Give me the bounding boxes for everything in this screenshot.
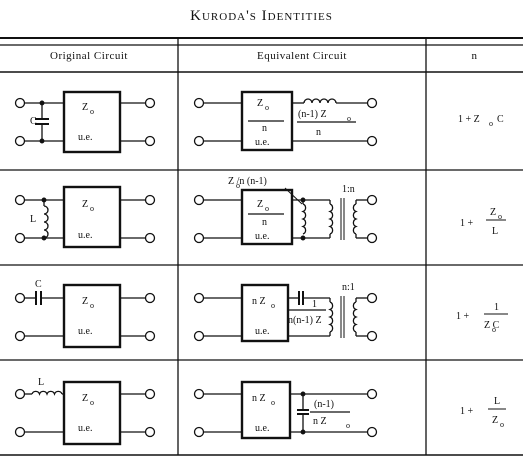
- row1-zo-label: Z: [82, 102, 88, 113]
- row1-original-circuit: [14, 90, 156, 154]
- row3-eq-bottom: n(n-1) Z: [288, 315, 322, 326]
- row3-ue-label: u.e.: [78, 326, 92, 337]
- row1-equivalent-circuit: [193, 90, 378, 152]
- row2-equivalent-circuit: [193, 187, 378, 246]
- row3-zo-sub: o: [90, 301, 94, 310]
- row2-eq-label-sub: o: [236, 181, 240, 190]
- row3-eq-top: 1: [312, 299, 317, 310]
- header-equivalent: Equivalent Circuit: [257, 50, 347, 62]
- row1-eq-ue: u.e.: [255, 137, 269, 148]
- row4-equivalent-circuit: [193, 380, 378, 440]
- row1-n-tail: C: [497, 114, 504, 125]
- row4-n-den-sub: o: [500, 420, 504, 429]
- row2-eq-zo: Z: [257, 199, 263, 210]
- row4-eq-nzo-sub: o: [271, 398, 275, 407]
- row2-eq-ue: u.e.: [255, 231, 269, 242]
- row4-n-num: L: [494, 396, 500, 407]
- row1-element-label: C: [30, 116, 37, 127]
- row2-element-label: L: [30, 214, 36, 225]
- row2-n-den: L: [492, 226, 498, 237]
- header-n: n: [471, 50, 478, 62]
- row3-eq-nzo: n Z: [252, 296, 266, 307]
- row2-zo-sub: o: [90, 204, 94, 213]
- row2-ue-label: u.e.: [78, 230, 92, 241]
- row3-equivalent-circuit: [193, 283, 378, 343]
- row2-n-num-sub: o: [498, 212, 502, 221]
- row2-n-num: Z: [490, 207, 496, 218]
- row3-original-circuit: [14, 283, 156, 349]
- row4-original-circuit: [14, 380, 156, 446]
- row1-eq-zo-sub: o: [265, 103, 269, 112]
- row3-n-den: Z C: [484, 320, 500, 331]
- row4-eq-bottom-sub: o: [346, 421, 350, 430]
- row3-eq-ue: u.e.: [255, 326, 269, 337]
- row1-zo-sub: o: [90, 107, 94, 116]
- row3-n-den-sub: o: [492, 325, 496, 334]
- row2-transformer-ratio: 1:n: [342, 184, 355, 195]
- row3-element-label: C: [35, 279, 42, 290]
- row3-n-lead: 1 +: [456, 311, 470, 322]
- row2-eq-label: Z /n (n-1): [228, 176, 267, 187]
- row4-element-label: L: [38, 377, 44, 388]
- row4-zo-label: Z: [82, 393, 88, 404]
- row1-eq-top: (n-1) Z: [298, 109, 327, 120]
- row2-zo-label: Z: [82, 199, 88, 210]
- row1-eq-n: n: [262, 123, 267, 134]
- row4-eq-nzo: n Z: [252, 393, 266, 404]
- page-title: Kuroda's Identities: [190, 8, 333, 24]
- row1-eq-bottom: n: [316, 127, 321, 138]
- row4-eq-bottom: n Z: [313, 416, 327, 427]
- row4-n-lead: 1 +: [460, 406, 474, 417]
- row2-original-circuit: [14, 185, 156, 249]
- row2-n-lead: 1 +: [460, 218, 474, 229]
- row3-eq-nzo-sub: o: [271, 301, 275, 310]
- row2-eq-n: n: [262, 217, 267, 228]
- row1-n-formula: 1 + Z: [458, 114, 480, 125]
- row2-eq-zo-sub: o: [265, 204, 269, 213]
- row1-n-sub: o: [489, 119, 493, 128]
- row3-n-num: 1: [494, 302, 499, 313]
- row4-n-den: Z: [492, 415, 498, 426]
- row4-ue-label: u.e.: [78, 423, 92, 434]
- row4-eq-top: (n-1): [314, 399, 334, 410]
- row1-ue-label: u.e.: [78, 132, 92, 143]
- row3-zo-label: Z: [82, 296, 88, 307]
- row3-transformer-ratio: n:1: [342, 282, 355, 293]
- row1-eq-top-sub: o: [347, 114, 351, 123]
- header-original: Original Circuit: [50, 50, 128, 62]
- row4-zo-sub: o: [90, 398, 94, 407]
- row1-eq-zo: Z: [257, 98, 263, 109]
- row4-eq-ue: u.e.: [255, 423, 269, 434]
